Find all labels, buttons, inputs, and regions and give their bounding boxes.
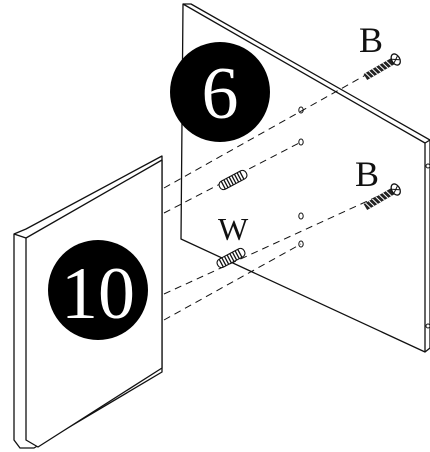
screw-label-top: B	[359, 20, 383, 60]
panel-6-holes	[298, 106, 304, 248]
panel-6-corner	[424, 139, 430, 144]
part-number-10: 10	[61, 253, 135, 335]
panel-6-edge	[183, 3, 430, 353]
guide-line	[163, 57, 397, 189]
screw-slot	[392, 56, 400, 63]
dowel-top	[218, 169, 248, 191]
screw-slot	[392, 186, 400, 193]
badge-circle	[48, 240, 148, 340]
hole	[298, 212, 304, 220]
guide-line	[163, 243, 302, 321]
screw-shaft	[363, 187, 395, 211]
part-badge-6: 6	[170, 42, 270, 142]
hole	[298, 138, 304, 146]
badge-circle	[170, 42, 270, 142]
part-badge-10: 10	[48, 240, 148, 340]
panel-10-corner	[13, 233, 27, 239]
guide-line	[163, 187, 397, 295]
dowel-label: W	[218, 211, 249, 247]
screw-shaft	[363, 57, 395, 81]
panel-6-edge-hole	[425, 163, 430, 169]
part-number-6: 6	[202, 53, 239, 135]
screw-bottom	[363, 183, 401, 211]
screw-thread	[365, 190, 392, 209]
screw-top	[363, 53, 401, 81]
dowel-groove	[220, 171, 245, 190]
screw-label-bottom: B	[355, 154, 379, 194]
dowel-groove	[218, 249, 243, 268]
dowel-bottom	[216, 247, 246, 269]
screw-thread	[365, 60, 392, 79]
panel-6-edge-hole	[425, 323, 430, 329]
